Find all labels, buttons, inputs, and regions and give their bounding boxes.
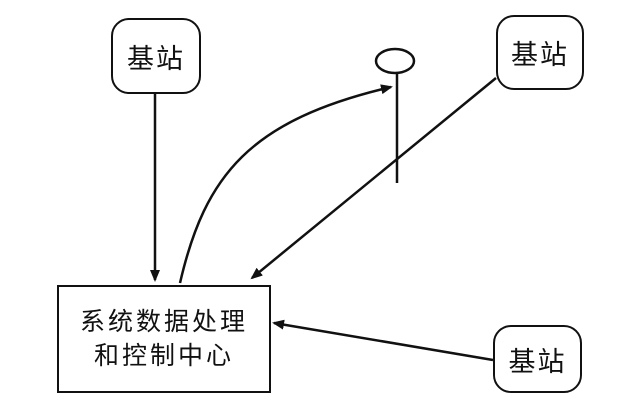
base-station-bottom-right: 基站 (493, 325, 582, 393)
center-label-line-2: 和控制中心 (93, 341, 234, 370)
base-station-label: 基站 (508, 346, 567, 378)
data-processing-control-center: 系统数据处理 和控制中心 (57, 285, 271, 393)
base-station-top-right: 基站 (496, 15, 584, 90)
center-label-line-1: 系统数据处理 (79, 307, 248, 336)
base-station-label: 基站 (127, 43, 185, 75)
arrow-center-to-antenna (178, 84, 393, 284)
base-station-top-left: 基站 (111, 18, 201, 94)
arrow-top-right-station-to-center (250, 77, 497, 280)
antenna-head (374, 47, 416, 75)
base-station-label: 基站 (511, 40, 569, 71)
arrow-bottom-right-station-to-center (272, 319, 494, 362)
